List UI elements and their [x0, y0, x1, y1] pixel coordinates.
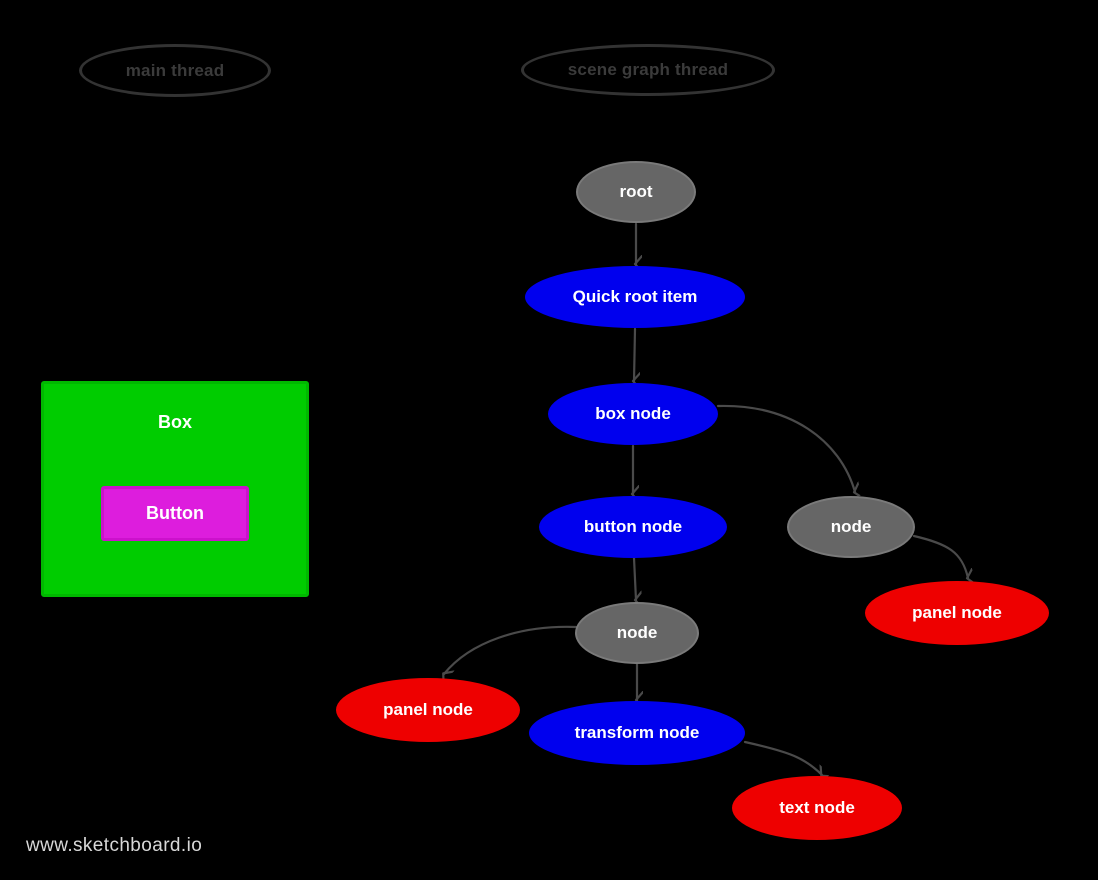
graph-node-node-center[interactable]: node [575, 602, 699, 664]
graph-node-label: box node [595, 404, 671, 424]
graph-node-label: button node [583, 517, 683, 537]
edge-node-center-to-panel-node [444, 625, 578, 674]
edge-transform-to-text-node [743, 740, 822, 775]
edge-box-node-to-node-right [716, 404, 855, 492]
lane-scene-graph-thread: scene graph thread [521, 44, 775, 96]
graph-node-quick-root-item[interactable]: Quick root item [525, 266, 745, 328]
graph-node-node-right[interactable]: node [787, 496, 915, 558]
graph-node-box-node[interactable]: box node [548, 383, 718, 445]
graph-node-panel-node-left[interactable]: panel node [336, 678, 520, 742]
edge-button-node-to-node-center [632, 556, 636, 600]
graph-node-label: node [616, 623, 658, 643]
lane-label: scene graph thread [567, 60, 729, 80]
graph-node-label: root [619, 182, 653, 202]
graph-node-root[interactable]: root [576, 161, 696, 223]
graph-node-label: panel node [912, 603, 1002, 623]
box-shape-label: Box [157, 412, 192, 432]
box-shape[interactable]: Box [41, 381, 309, 597]
lane-main-thread: main thread [79, 44, 271, 97]
graph-node-text-node[interactable]: text node [732, 776, 902, 840]
graph-node-label: node [830, 517, 872, 537]
watermark: www.sketchboard.io [26, 835, 203, 856]
button-shape[interactable]: Button [101, 486, 249, 541]
edge-node-right-to-panel-node [912, 534, 968, 578]
graph-node-label: transform node [574, 723, 700, 743]
graph-node-button-node[interactable]: button node [539, 496, 727, 558]
edge-quick-root-item-to-box-node [634, 327, 635, 381]
lane-label: main thread [125, 60, 225, 80]
graph-node-label: panel node [383, 700, 473, 720]
graph-node-transform-node[interactable]: transform node [529, 701, 745, 765]
graph-node-label: Quick root item [572, 287, 698, 307]
button-shape-label: Button [146, 503, 204, 523]
graph-node-label: text node [779, 798, 855, 818]
graph-node-panel-node-right[interactable]: panel node [865, 581, 1049, 645]
